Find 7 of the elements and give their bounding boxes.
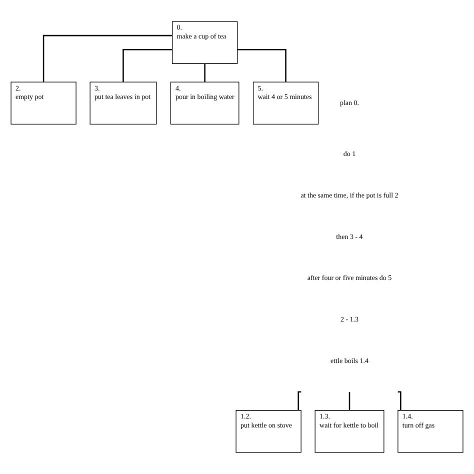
connector xyxy=(238,48,286,82)
connector xyxy=(348,392,350,410)
connector xyxy=(122,48,172,82)
connector xyxy=(398,391,402,410)
connector xyxy=(204,64,206,82)
connector xyxy=(298,391,302,410)
connector xyxy=(42,34,172,82)
